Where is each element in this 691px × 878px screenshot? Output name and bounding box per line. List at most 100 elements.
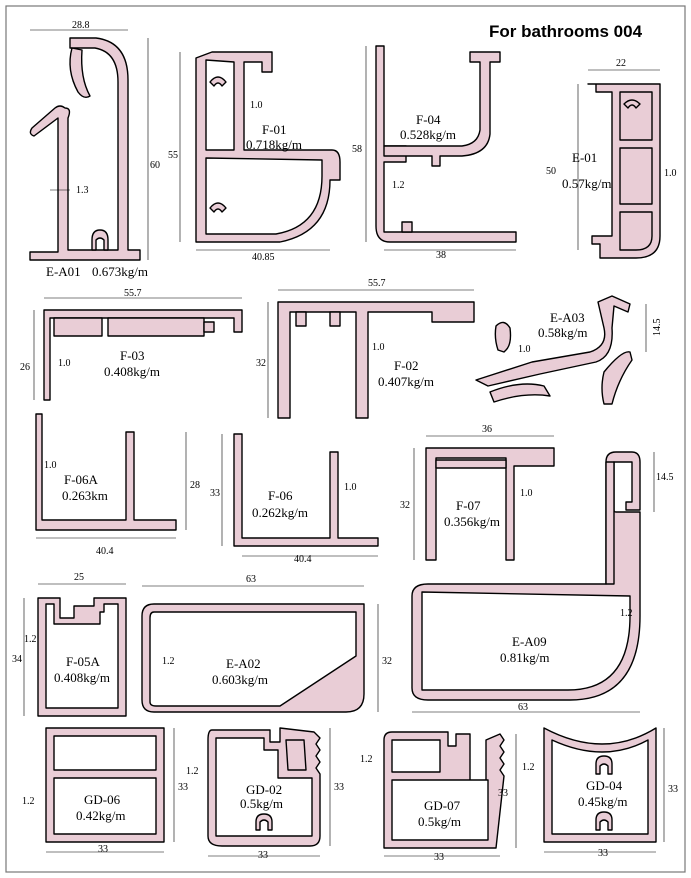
code-F-02: F-02: [394, 358, 419, 373]
page-title: For bathrooms 004: [489, 22, 643, 41]
dim-E-A09-0: 14.5: [656, 472, 674, 483]
dim-F-04-2: 38: [436, 250, 446, 261]
profile-F-07: 36 32 1.0 F-07 0.356kg/m: [400, 424, 555, 561]
dim-GD-02-0: 1.2: [186, 766, 199, 777]
dim-F-01-1: 1.0: [250, 100, 263, 111]
weight-E-A03: 0.58kg/m: [538, 325, 587, 340]
dim-E-A02-0: 63: [246, 574, 256, 585]
dim-E-A03-1: 14.5: [652, 319, 663, 337]
profile-F-01: 55 1.0 40.85 F-01 0.718kg/m: [168, 51, 341, 263]
dim-E-A01-2: 1.3: [76, 185, 89, 196]
dim-F-06A-0: 1.0: [44, 460, 57, 471]
dim-GD-04-2: 33: [598, 848, 608, 859]
dim-F-06-0: 33: [210, 488, 220, 499]
dim-E-A01-0: 28.8: [72, 20, 90, 31]
weight-E-A01: 0.673kg/m: [92, 264, 148, 279]
weight-GD-07: 0.5kg/m: [418, 814, 461, 829]
dim-F-06A-1: 28: [190, 480, 200, 491]
dim-GD-07-2: 33: [434, 852, 444, 863]
code-F-06: F-06: [268, 488, 293, 503]
dim-E-A09-2: 63: [518, 702, 528, 713]
dim-GD-04-0: 1.2: [522, 762, 535, 773]
profile-F-06: 33 1.0 40.4 F-06 0.262kg/m: [210, 433, 379, 565]
weight-GD-04: 0.45kg/m: [578, 794, 627, 809]
code-GD-06: GD-06: [84, 792, 121, 807]
dim-GD-02-2: 33: [258, 850, 268, 861]
weight-F-06A: 0.263km: [62, 488, 108, 503]
weight-E-A09: 0.81kg/m: [500, 650, 549, 665]
weight-E-01: 0.57kg/m: [562, 176, 611, 191]
code-F-05A: F-05A: [66, 654, 101, 669]
code-E-A03: E-A03: [550, 310, 585, 325]
profile-E-A09: 14.5 1.2 63 E-A09 0.81kg/m: [411, 451, 674, 713]
profile-GD-02: 1.2 33 33 GD-02 0.5kg/m: [186, 727, 344, 861]
profile-F-05A: 25 34 1.2 F-05A 0.408kg/m: [12, 572, 127, 717]
code-E-01: E-01: [572, 150, 597, 165]
dim-GD-06-2: 33: [98, 844, 108, 855]
dim-E-01-2: 1.0: [664, 168, 677, 179]
profile-F-03: 55.7 26 1.0 F-03 0.408kg/m: [20, 288, 243, 401]
dim-F-04-1: 1.2: [392, 180, 405, 191]
dim-F-05A-1: 34: [12, 654, 22, 665]
weight-E-A02: 0.603kg/m: [212, 672, 268, 687]
code-GD-02: GD-02: [246, 782, 282, 797]
profile-GD-06: 1.2 33 33 GD-06 0.42kg/m: [22, 727, 188, 855]
weight-F-03: 0.408kg/m: [104, 364, 160, 379]
dim-F-05A-2: 1.2: [24, 634, 37, 645]
weight-GD-06: 0.42kg/m: [76, 808, 125, 823]
dim-F-02-1: 32: [256, 358, 266, 369]
profile-GD-07: 1.2 33 33 GD-07 0.5kg/m: [360, 731, 517, 863]
profile-F-06A: 1.0 28 40.4 F-06A 0.263km: [35, 413, 200, 557]
dim-F-04-0: 58: [352, 144, 362, 155]
profile-E-A02: 63 1.2 32 E-A02 0.603kg/m: [141, 574, 392, 713]
dim-GD-07-0: 1.2: [360, 754, 373, 765]
code-GD-04: GD-04: [586, 778, 623, 793]
code-F-01: F-01: [262, 122, 287, 137]
code-F-07: F-07: [456, 498, 481, 513]
weight-F-02: 0.407kg/m: [378, 374, 434, 389]
code-F-06A: F-06A: [64, 472, 99, 487]
dim-F-07-2: 1.0: [520, 488, 533, 499]
dim-F-06-2: 40.4: [294, 554, 312, 565]
code-GD-07: GD-07: [424, 798, 461, 813]
weight-F-06: 0.262kg/m: [252, 505, 308, 520]
profile-GD-04: 1.2 33 33 GD-04 0.45kg/m: [522, 727, 678, 859]
dim-F-02-0: 55.7: [368, 278, 386, 289]
code-F-04: F-04: [416, 112, 441, 127]
dim-E-01-1: 50: [546, 166, 556, 177]
dim-F-07-1: 32: [400, 500, 410, 511]
dim-E-A01-1: 60: [150, 160, 160, 171]
dim-F-06-1: 1.0: [344, 482, 357, 493]
dim-E-A02-2: 32: [382, 656, 392, 667]
dim-F-07-0: 36: [482, 424, 492, 435]
dim-GD-06-0: 1.2: [22, 796, 35, 807]
dim-GD-06-1: 33: [178, 782, 188, 793]
profile-E-A03: 1.0 14.5 E-A03 0.58kg/m: [475, 295, 663, 405]
dim-F-01-2: 40.85: [252, 252, 275, 263]
dim-F-01-0: 55: [168, 150, 178, 161]
code-E-A01: E-A01: [46, 264, 81, 279]
weight-F-05A: 0.408kg/m: [54, 670, 110, 685]
sheet-border: [5, 5, 686, 873]
dim-GD-02-1: 33: [334, 782, 344, 793]
dim-GD-07-1: 33: [498, 788, 508, 799]
weight-F-07: 0.356kg/m: [444, 514, 500, 529]
profile-F-02: 55.7 32 1.0 F-02 0.407kg/m: [256, 278, 475, 419]
weight-GD-02: 0.5kg/m: [240, 796, 283, 811]
weight-F-01: 0.718kg/m: [246, 137, 302, 152]
dim-F-03-1: 26: [20, 362, 30, 373]
code-F-03: F-03: [120, 348, 145, 363]
profile-E-A01: 28.8 60 1.3 E-A01 0.673kg/m: [29, 20, 160, 279]
dim-F-03-2: 1.0: [58, 358, 71, 369]
dim-E-01-0: 22: [616, 58, 626, 69]
dim-F-02-2: 1.0: [372, 342, 385, 353]
dim-F-05A-0: 25: [74, 572, 84, 583]
dim-F-03-0: 55.7: [124, 288, 142, 299]
code-E-A02: E-A02: [226, 656, 261, 671]
profile-F-04: 58 1.2 38 F-04 0.528kg/m: [352, 45, 517, 261]
code-E-A09: E-A09: [512, 634, 547, 649]
dim-F-06A-2: 40.4: [96, 546, 114, 557]
dim-GD-04-1: 33: [668, 784, 678, 795]
